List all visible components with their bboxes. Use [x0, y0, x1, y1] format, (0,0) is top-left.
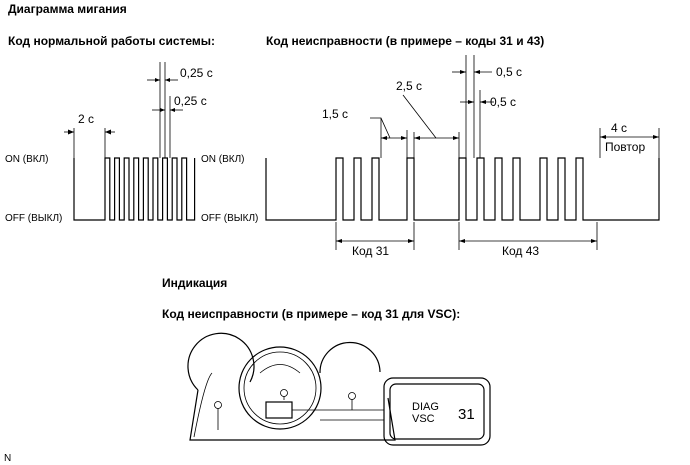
display-code-number: 31 — [458, 406, 475, 423]
indication-subheading: Код неисправности (в примере – код 31 дл… — [162, 307, 460, 321]
code43-bracket — [458, 222, 598, 250]
repeat-label: Повтор — [605, 140, 645, 154]
lcd-window — [265, 401, 293, 419]
normal-off-label: OFF (ВЫКЛ) — [5, 213, 62, 224]
code43-label: Код 43 — [502, 244, 539, 258]
normal-code-heading: Код нормальной работы системы: — [8, 34, 215, 48]
code31-bracket — [335, 222, 415, 250]
normal-2s-dimension — [64, 128, 115, 160]
fault-code-heading: Код неисправности (в примере – коды 31 и… — [266, 34, 544, 48]
fault-25s-label: 2,5 с — [396, 79, 422, 93]
fault-05s-label-top: 0,5 с — [496, 65, 522, 79]
instrument-cluster — [187, 332, 396, 441]
fault-15s-dimension — [370, 117, 408, 158]
normal-on-label: ON (ВКЛ) — [5, 154, 49, 165]
fault-15s-label: 1,5 с — [322, 107, 348, 121]
fault-off-label: OFF (ВЫКЛ) — [201, 213, 258, 224]
fault-on-label: ON (ВКЛ) — [201, 154, 245, 165]
normal-025s-label-bottom: 0,25 с — [174, 94, 207, 108]
fault-pulse-waveform — [265, 157, 660, 221]
diagram-title: Диаграмма мигания — [8, 2, 127, 16]
display-diag-text: DIAG — [412, 401, 439, 413]
normal-025s-dimension — [147, 62, 183, 158]
normal-pulse-waveform — [73, 157, 196, 221]
fault-4s-dimension — [599, 128, 660, 158]
fault-05s-label-bottom: 0,5 с — [490, 95, 516, 109]
fault-4s-label: 4 с — [611, 121, 627, 135]
normal-025s-label-top: 0,25 с — [180, 66, 213, 80]
fault-25s-dimension — [402, 94, 460, 158]
indication-heading: Индикация — [162, 276, 227, 290]
normal-2s-label: 2 с — [78, 112, 94, 126]
diag-display-callout — [383, 377, 491, 446]
corner-mark: N — [4, 453, 11, 464]
display-vsc-text: VSC — [412, 413, 435, 425]
code31-label: Код 31 — [352, 244, 389, 258]
fault-05s-dimension — [452, 55, 494, 158]
